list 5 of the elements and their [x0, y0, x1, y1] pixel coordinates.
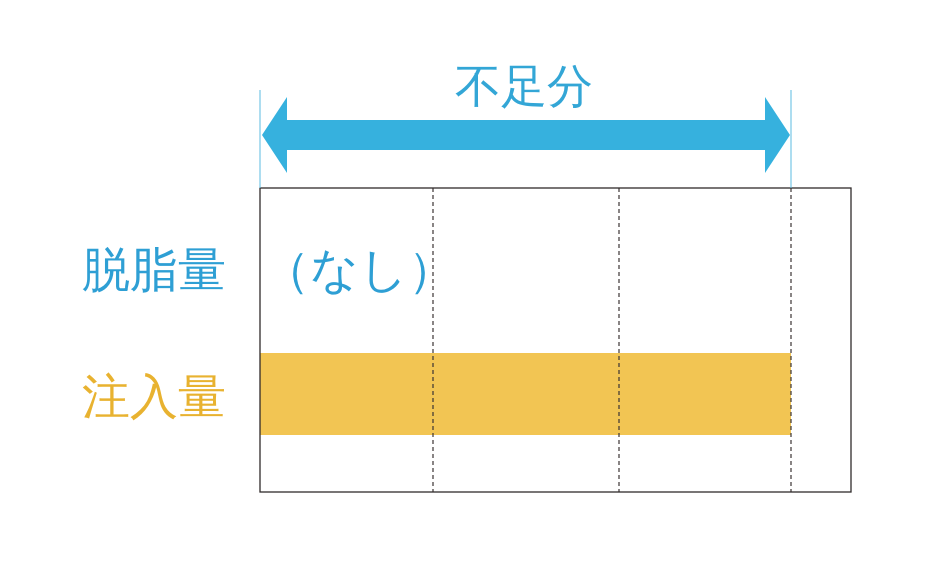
row-label: 脱脂量 [82, 246, 226, 294]
row-label: 注入量 [82, 373, 226, 421]
filled-bar [260, 353, 791, 435]
dimension-label: 不足分 [455, 63, 593, 109]
value-note: （なし） [262, 246, 456, 294]
